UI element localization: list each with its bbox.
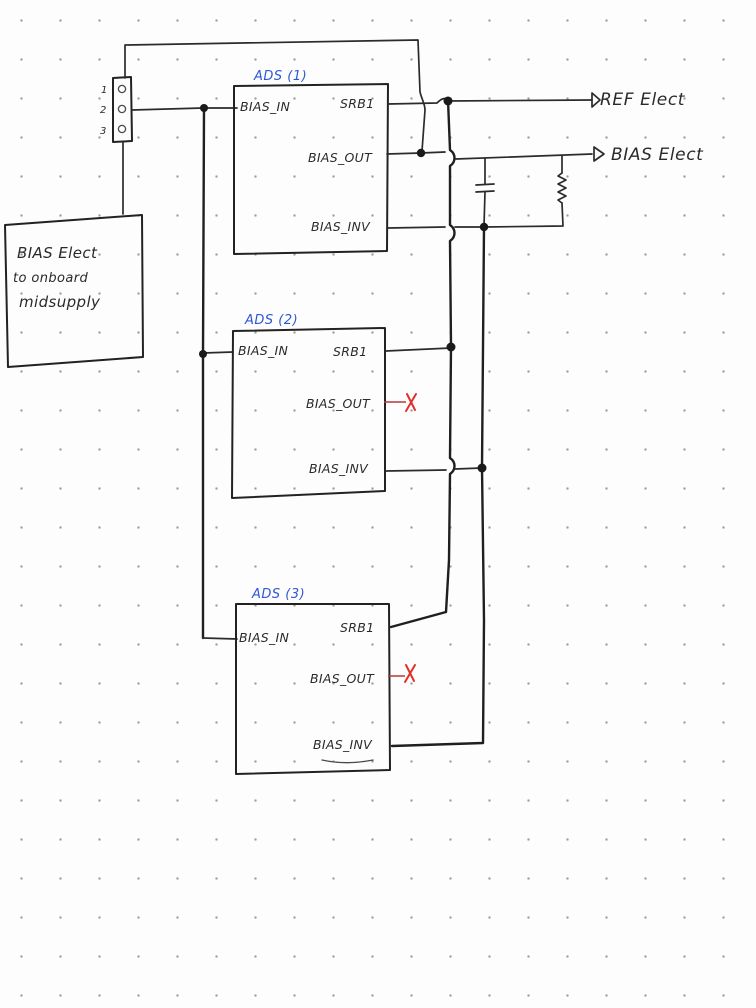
- resistor-zigzag: [557, 172, 567, 204]
- pin-bias-out: BIAS_OUT: [310, 671, 375, 686]
- ads-block-2: ADS (2) BIAS_IN SRB1 BIAS_OUT BIAS_INV: [231, 313, 386, 499]
- res-bottom-lead: [484, 202, 564, 228]
- note-line-1: BIAS Elect: [17, 244, 98, 262]
- srb1-from-ads1: [387, 97, 449, 105]
- capacitor-plate-top: [475, 183, 495, 186]
- note-line-3: midsupply: [19, 293, 101, 311]
- srb1-from-ads2: [385, 347, 452, 352]
- note-line-2: to onboard: [13, 271, 88, 286]
- bias-in-tap-3: [202, 637, 238, 640]
- junction-dot: [443, 96, 453, 106]
- pin-srb1: SRB1: [340, 620, 374, 635]
- no-connect-ads2: [384, 393, 417, 412]
- header-pin-3: 3: [100, 126, 106, 137]
- srb1-trunk: [389, 98, 456, 629]
- junction-dot: [416, 148, 426, 158]
- pin-bias-out: BIAS_OUT: [306, 396, 371, 411]
- pin-bias-inv: BIAS_INV: [311, 219, 371, 234]
- junction-dot: [477, 463, 487, 473]
- ads-title: ADS (2): [244, 313, 298, 328]
- header-pin2-wire: [131, 107, 238, 111]
- pin-bias-inv: BIAS_INV: [313, 737, 373, 752]
- ref-elect-label: REF Elect: [600, 90, 686, 110]
- ads-block-3: ADS (3) BIAS_IN SRB1 BIAS_OUT BIAS_INV: [235, 587, 391, 775]
- ads-title: ADS (3): [251, 587, 305, 602]
- ads-block-1: ADS (1) BIAS_IN SRB1 BIAS_OUT BIAS_INV: [233, 69, 389, 255]
- pin-bias-in: BIAS_IN: [239, 630, 289, 645]
- pin-bias-in: BIAS_IN: [240, 99, 290, 114]
- bias-in-tap-2: [202, 351, 234, 354]
- bias-inv-from-ads1: [387, 226, 446, 229]
- triangle-arrow-icon: [591, 92, 601, 108]
- pin-bias-inv: BIAS_INV: [309, 461, 369, 476]
- ads-title: ADS (1): [253, 69, 307, 84]
- header-pin-1: 1: [101, 85, 107, 96]
- bias-inv-from-ads2: [385, 469, 447, 472]
- header-pin-2: 2: [100, 105, 106, 116]
- junction-dot: [200, 104, 208, 112]
- bias-inv-trunk: [390, 225, 486, 748]
- pin-bias-out: BIAS_OUT: [308, 150, 373, 165]
- bias-elect-label: BIAS Elect: [611, 145, 704, 165]
- triangle-arrow-icon: [593, 146, 605, 162]
- junction-dot: [446, 342, 456, 352]
- ref-out-wire: [447, 99, 593, 102]
- bias-inv-from-ads2-cont: [454, 467, 483, 470]
- pin-srb1: SRB1: [340, 96, 374, 111]
- bias-elect-output: BIAS Elect: [593, 145, 704, 165]
- junction-dot: [479, 222, 489, 232]
- pin-bias-in: BIAS_IN: [238, 343, 288, 358]
- bias-out-wire: [386, 151, 446, 155]
- ref-elect-output: REF Elect: [591, 90, 686, 110]
- cap-bottom-lead: [483, 191, 486, 227]
- no-connect-ads3: [388, 664, 416, 683]
- header-pin1-wire: [124, 39, 426, 152]
- jumper-header: 1 2 3: [100, 76, 133, 143]
- junction-dot: [199, 350, 207, 358]
- note-box: BIAS Elect to onboard midsupply: [4, 214, 144, 368]
- pin-srb1: SRB1: [333, 344, 367, 359]
- bias-out-wire-cont: [455, 153, 593, 160]
- bias-in-bus: [201, 106, 206, 640]
